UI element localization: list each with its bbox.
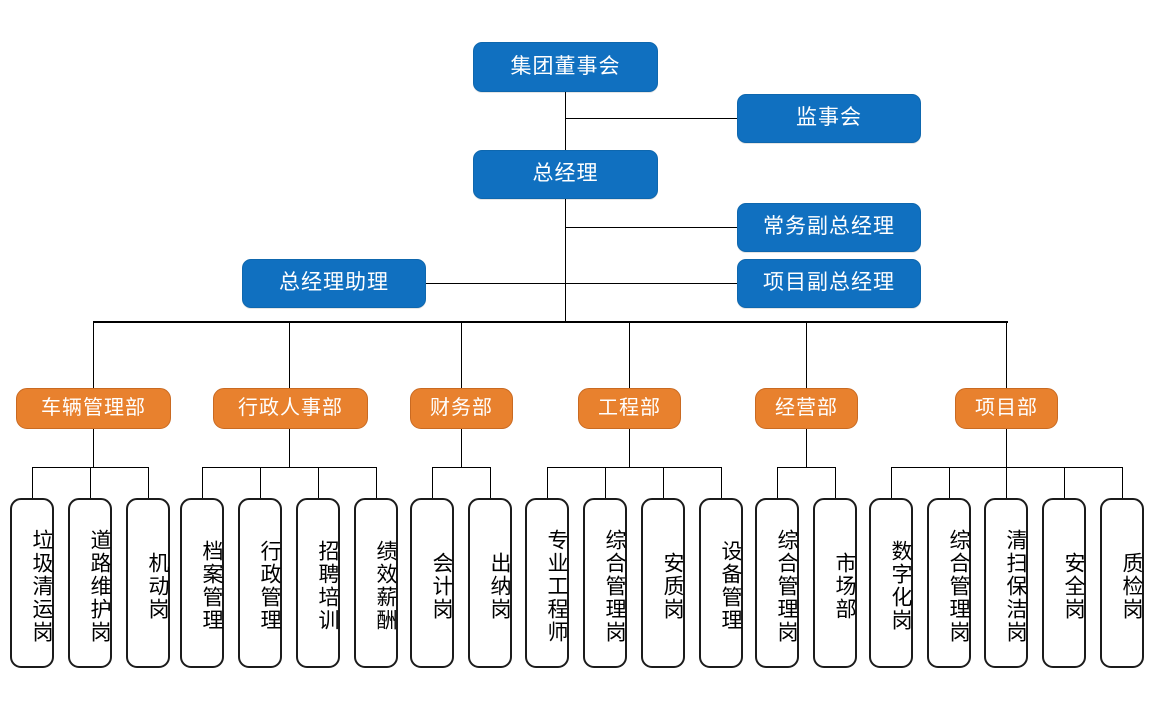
connector-engineering-stem — [629, 428, 630, 468]
node-position-professional-engineer[interactable]: 专业工程师 — [525, 498, 569, 668]
connector-leafdrop — [202, 467, 203, 498]
node-department-engineering[interactable]: 工程部 — [578, 388, 681, 429]
node-department-finance[interactable]: 财务部 — [410, 388, 513, 429]
connector-gm-to-assistant — [426, 283, 565, 284]
connector-board-to-supervisory — [565, 118, 737, 119]
connector-board-to-gm — [565, 91, 566, 150]
node-project-deputy-gm[interactable]: 项目副总经理 — [737, 259, 921, 308]
node-board[interactable]: 集团董事会 — [473, 42, 658, 92]
connector-leafdrop — [663, 467, 664, 498]
connector-gm-to-exec-deputy — [565, 227, 737, 228]
connector-leafdrop — [318, 467, 319, 498]
node-supervisory-board[interactable]: 监事会 — [737, 94, 921, 143]
node-position-performance-compensation[interactable]: 绩效薪酬 — [354, 498, 398, 668]
node-general-manager[interactable]: 总经理 — [473, 150, 658, 199]
connector-leafdrop — [1064, 467, 1065, 498]
connector-drop-vehicle — [93, 321, 94, 388]
connector-gm-to-project-deputy — [565, 283, 737, 284]
connector-leafdrop — [376, 467, 377, 498]
connector-project-stem — [1006, 428, 1007, 468]
connector-department-bus — [93, 321, 1008, 323]
connector-leafdrop — [721, 467, 722, 498]
connector-leafdrop — [260, 467, 261, 498]
node-position-safety-quality[interactable]: 安质岗 — [641, 498, 685, 668]
node-department-vehicle[interactable]: 车辆管理部 — [16, 388, 171, 429]
node-position-safety[interactable]: 安全岗 — [1042, 498, 1086, 668]
node-position-accounting[interactable]: 会计岗 — [410, 498, 454, 668]
node-position-road-maintenance[interactable]: 道路维护岗 — [68, 498, 112, 668]
node-position-digitalization[interactable]: 数字化岗 — [869, 498, 913, 668]
connector-gm-to-bus — [565, 198, 566, 322]
node-position-marketing[interactable]: 市场部 — [813, 498, 857, 668]
connector-subbus-admin-hr — [202, 467, 377, 468]
node-department-admin-hr[interactable]: 行政人事部 — [213, 388, 368, 429]
connector-subbus-operations — [777, 467, 836, 468]
node-position-cashier[interactable]: 出纳岗 — [468, 498, 512, 668]
connector-leafdrop — [547, 467, 548, 498]
node-department-project[interactable]: 项目部 — [955, 388, 1058, 429]
connector-leafdrop — [949, 467, 950, 498]
node-gm-assistant[interactable]: 总经理助理 — [242, 259, 426, 308]
connector-vehicle-stem — [93, 428, 94, 468]
node-position-recruitment-training[interactable]: 招聘培训 — [296, 498, 340, 668]
connector-leafdrop — [32, 467, 33, 498]
connector-admin-hr-stem — [289, 428, 290, 468]
node-position-general-management-engineering[interactable]: 综合管理岗 — [583, 498, 627, 668]
connector-leafdrop — [1122, 467, 1123, 498]
connector-leafdrop — [777, 467, 778, 498]
connector-drop-operations — [806, 321, 807, 388]
node-department-operations[interactable]: 经营部 — [755, 388, 858, 429]
node-position-general-management-project[interactable]: 综合管理岗 — [927, 498, 971, 668]
connector-leafdrop — [605, 467, 606, 498]
node-position-general-management-operations[interactable]: 综合管理岗 — [755, 498, 799, 668]
connector-drop-admin-hr — [289, 321, 290, 388]
connector-drop-finance — [461, 321, 462, 388]
connector-leafdrop — [90, 467, 91, 498]
connector-leafdrop — [432, 467, 433, 498]
connector-leafdrop — [891, 467, 892, 498]
node-executive-deputy-gm[interactable]: 常务副总经理 — [737, 203, 921, 252]
connector-operations-stem — [806, 428, 807, 468]
connector-finance-stem — [461, 428, 462, 468]
node-position-quality-inspection[interactable]: 质检岗 — [1100, 498, 1144, 668]
node-position-equipment-management[interactable]: 设备管理 — [699, 498, 743, 668]
connector-drop-engineering — [629, 321, 630, 388]
node-position-administrative-management[interactable]: 行政管理 — [238, 498, 282, 668]
connector-subbus-finance — [432, 467, 491, 468]
connector-leafdrop — [148, 467, 149, 498]
connector-leafdrop — [835, 467, 836, 498]
node-position-records-management[interactable]: 档案管理 — [180, 498, 224, 668]
node-position-mobile-duty[interactable]: 机动岗 — [126, 498, 170, 668]
node-position-garbage-transport[interactable]: 垃圾清运岗 — [10, 498, 54, 668]
connector-leafdrop — [1006, 467, 1007, 498]
connector-subbus-engineering — [547, 467, 722, 468]
connector-drop-project — [1006, 321, 1007, 388]
connector-leafdrop — [490, 467, 491, 498]
node-position-cleaning-sanitation[interactable]: 清扫保洁岗 — [984, 498, 1028, 668]
